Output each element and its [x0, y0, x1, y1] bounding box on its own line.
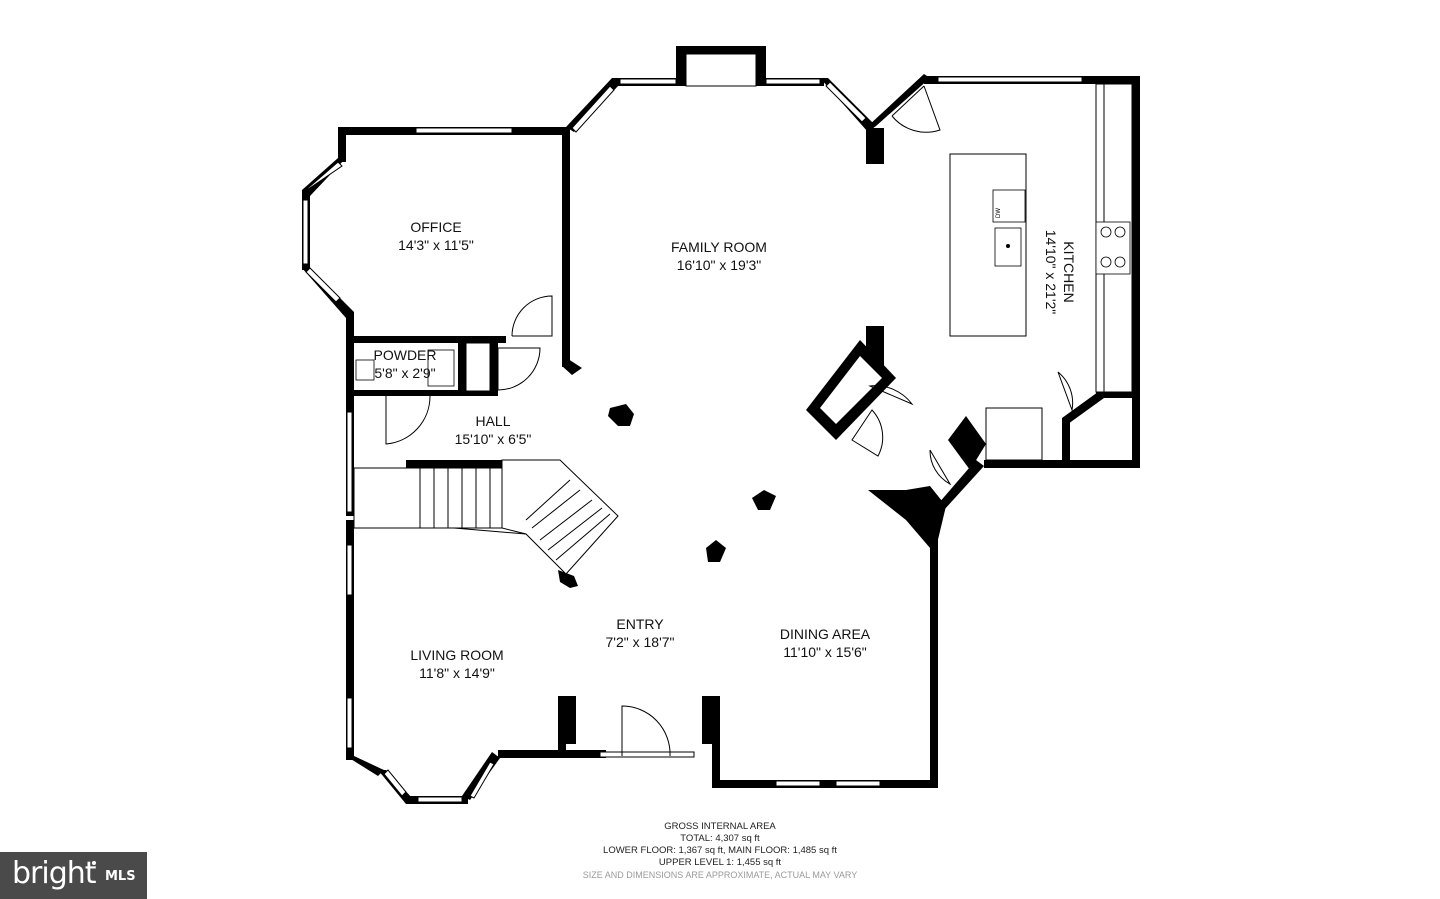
logo-dot — [92, 861, 96, 865]
bright-mls-logo: bright MLS — [0, 852, 147, 899]
dishwasher-label: DW — [996, 208, 1002, 218]
hall-dimensions: 15'10" x 6'5" — [455, 431, 532, 447]
hall-label: HALL — [475, 413, 510, 429]
entry-label: ENTRY — [616, 616, 664, 632]
powder-toilet — [355, 359, 375, 381]
area-disclaimer: SIZE AND DIMENSIONS ARE APPROXIMATE, ACT… — [583, 870, 857, 880]
room-labels: OFFICE 14'3" x 11'5" FAMILY ROOM 16'10" … — [374, 219, 1078, 681]
powder-sink — [427, 349, 455, 387]
entry-dimensions: 7'2" x 18'7" — [606, 634, 675, 650]
doors — [385, 85, 1074, 757]
logo-brand: bright — [12, 856, 97, 891]
dishwasher — [992, 189, 1026, 223]
fixtures: DW — [355, 83, 1133, 461]
area-heading: GROSS INTERNAL AREA — [664, 821, 776, 832]
office-dimensions: 14'3" x 11'5" — [398, 237, 474, 253]
logo-suffix: MLS — [105, 869, 136, 884]
powder-dimensions: 5'8" x 2'9" — [374, 365, 435, 381]
area-total: TOTAL: 4,307 sq ft — [680, 833, 760, 844]
family-room-label: FAMILY ROOM — [671, 239, 767, 255]
kitchen-dimensions: 14'10" x 21'2" — [1043, 230, 1059, 315]
pantry-counter — [985, 407, 1043, 461]
area-upper: UPPER LEVEL 1: 1,455 sq ft — [659, 857, 782, 868]
dining-area-label: DINING AREA — [780, 626, 871, 642]
area-summary: GROSS INTERNAL AREA TOTAL: 4,307 sq ft L… — [583, 821, 857, 880]
living-room-dimensions: 11'8" x 14'9" — [419, 665, 495, 681]
windows — [302, 76, 1083, 803]
living-room-label: LIVING ROOM — [410, 647, 503, 663]
area-floors: LOWER FLOOR: 1,367 sq ft, MAIN FLOOR: 1,… — [603, 845, 837, 856]
office-label: OFFICE — [410, 219, 461, 235]
powder-label: POWDER — [374, 347, 437, 363]
family-room-dimensions: 16'10" x 19'3" — [677, 257, 762, 273]
closet — [465, 342, 491, 392]
staircase — [353, 459, 619, 575]
dining-area-dimensions: 11'10" x 15'6" — [783, 644, 867, 660]
kitchen-label: KITCHEN — [1061, 241, 1077, 302]
